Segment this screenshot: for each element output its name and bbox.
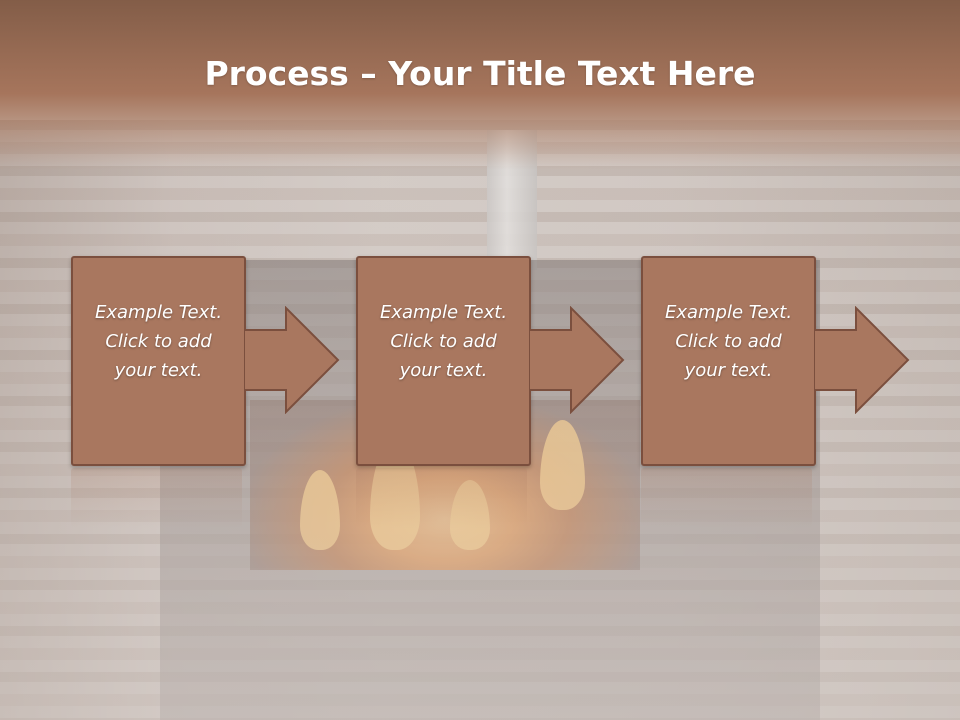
step-box[interactable]: Example Text. Click to add your text. [71, 256, 246, 466]
process-step-2[interactable]: Example Text. Click to add your text. [356, 256, 625, 528]
title-bold: Process [204, 54, 349, 93]
slide-title[interactable]: Process – Your Title Text Here [0, 52, 960, 96]
step-text-line: your text. [114, 359, 203, 381]
step-text[interactable]: Example Text. Click to add your text. [84, 298, 234, 385]
step-reflection [356, 468, 527, 528]
step-text-line: your text. [399, 359, 488, 381]
arrow-right-icon [814, 306, 910, 414]
title-band [0, 0, 960, 170]
step-text-line: Example Text. [379, 301, 508, 323]
step-text-line: Click to add [105, 330, 212, 352]
arrow-right-icon [529, 306, 625, 414]
step-text-line: Example Text. [94, 301, 223, 323]
step-reflection [641, 468, 812, 528]
process-step-3[interactable]: Example Text. Click to add your text. [641, 256, 910, 528]
step-text-line: your text. [684, 359, 773, 381]
step-text-line: Click to add [390, 330, 497, 352]
step-box[interactable]: Example Text. Click to add your text. [641, 256, 816, 466]
step-text-line: Click to add [675, 330, 782, 352]
step-reflection [71, 468, 242, 528]
step-text[interactable]: Example Text. Click to add your text. [654, 298, 804, 385]
process-step-1[interactable]: Example Text. Click to add your text. [71, 256, 340, 528]
title-rest: – Your Title Text Here [348, 54, 756, 93]
arrow-right-icon [244, 306, 340, 414]
step-box[interactable]: Example Text. Click to add your text. [356, 256, 531, 466]
step-text[interactable]: Example Text. Click to add your text. [369, 298, 519, 385]
step-text-line: Example Text. [664, 301, 793, 323]
